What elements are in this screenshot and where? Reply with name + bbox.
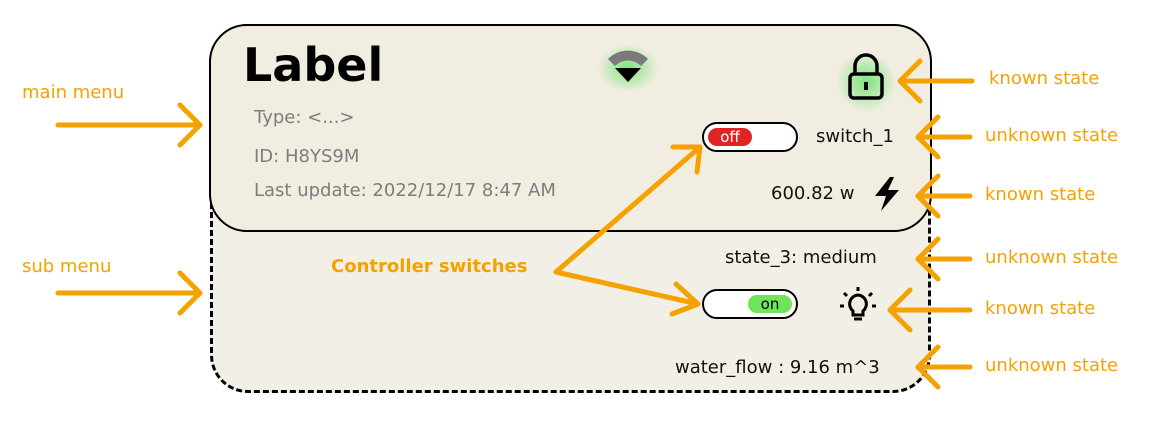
- main-menu-card: [209, 24, 932, 232]
- card-id: ID: H8YS9M: [254, 146, 360, 167]
- known-state-annotation-2: known state: [985, 184, 1096, 205]
- power-reading: 600.82 w: [771, 183, 855, 204]
- sub-menu-panel: [210, 200, 931, 393]
- toggle-knob-off: off: [708, 128, 752, 146]
- unknown-state-annotation-2: unknown state: [985, 247, 1119, 268]
- light-toggle[interactable]: on: [702, 289, 798, 319]
- sub-menu-annotation: sub menu: [22, 256, 112, 277]
- known-state-annotation-1: known state: [989, 68, 1100, 89]
- lightning-icon: [875, 177, 899, 211]
- known-state-annotation-3: known state: [985, 298, 1096, 319]
- unknown-state-annotation-1: unknown state: [985, 125, 1119, 146]
- unknown-state-annotation-3: unknown state: [985, 355, 1119, 376]
- lightbulb-icon: [840, 287, 876, 321]
- state-3-reading: state_3: medium: [725, 247, 877, 268]
- switch-1-toggle[interactable]: off: [702, 122, 798, 152]
- controller-switches-annotation: Controller switches: [331, 256, 528, 277]
- card-type: Type: <...>: [254, 107, 355, 128]
- card-title: Label: [243, 38, 384, 92]
- wifi-icon: [598, 44, 658, 92]
- main-menu-annotation: main menu: [22, 82, 125, 103]
- switch-1-label: switch_1: [816, 126, 894, 147]
- controller-arrow-bottom: [553, 269, 701, 307]
- water-flow-reading: water_flow : 9.16 m^3: [675, 357, 880, 378]
- controller-arrow-top: [553, 144, 703, 275]
- toggle-knob-on: on: [748, 295, 792, 313]
- card-last-update: Last update: 2022/12/17 8:47 AM: [254, 180, 556, 201]
- lock-icon: [836, 52, 896, 112]
